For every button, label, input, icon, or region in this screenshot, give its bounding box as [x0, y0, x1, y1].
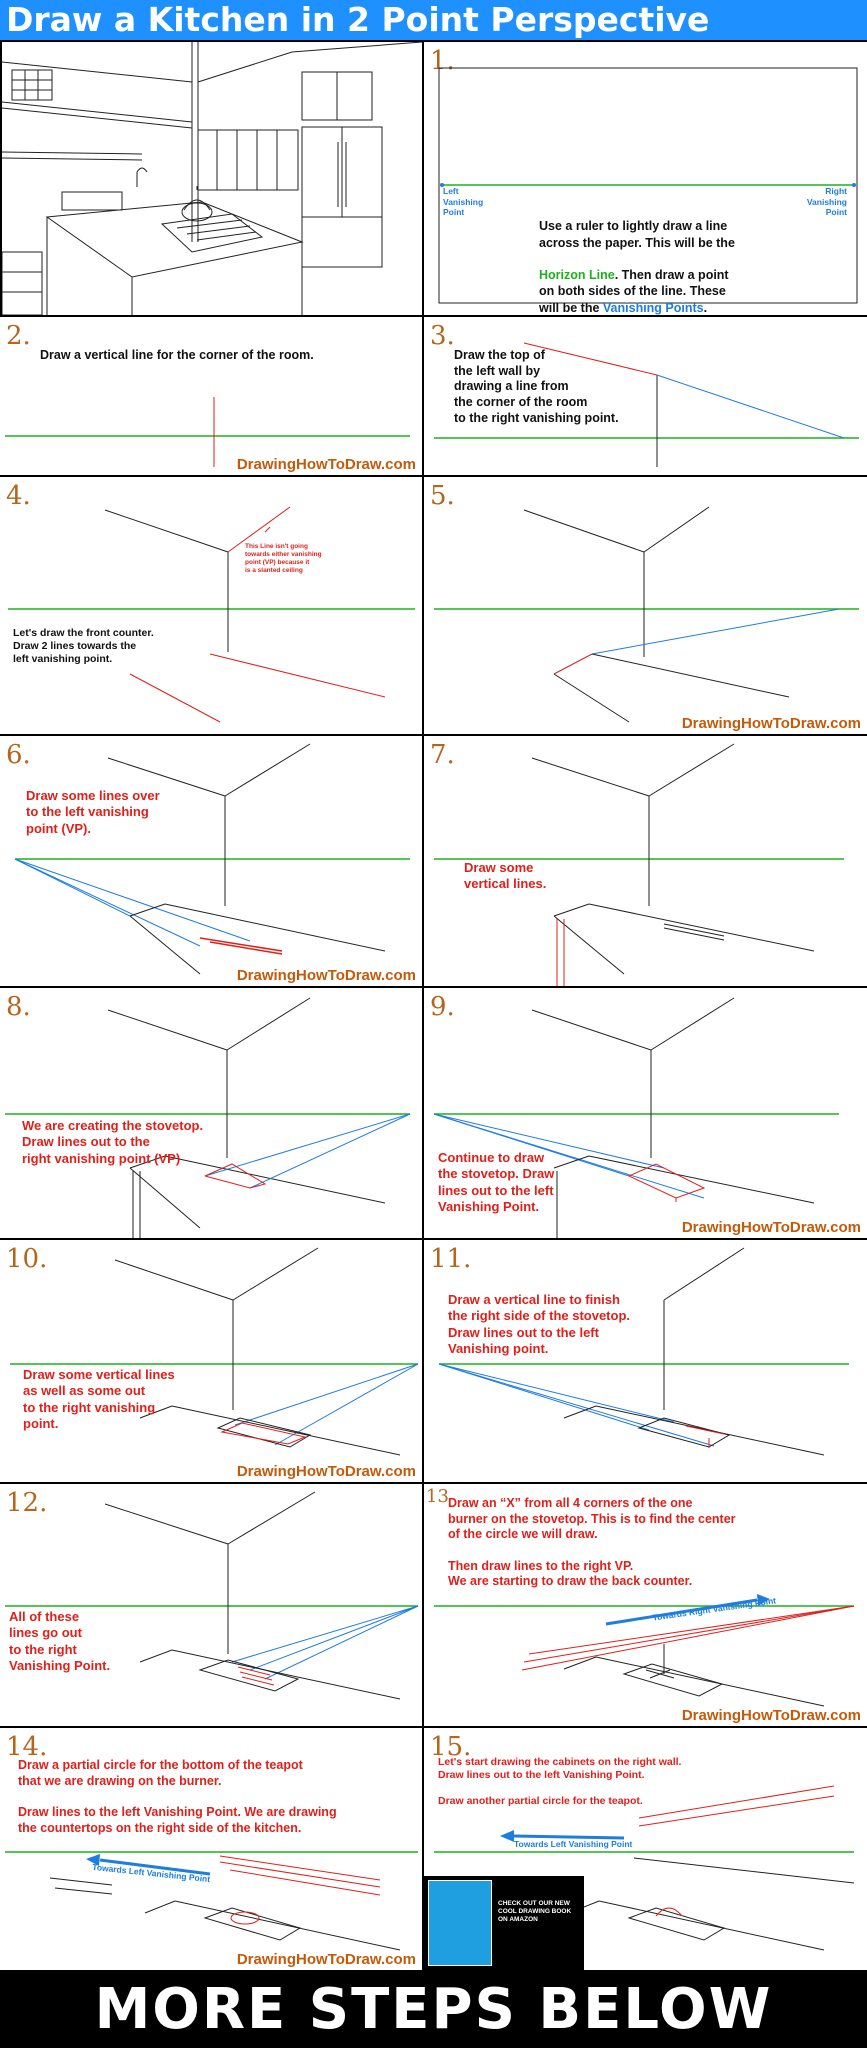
step-5-drawing — [434, 506, 859, 723]
credit-text: DrawingHowToDraw.com — [236, 1951, 416, 1968]
credit-text: DrawingHowToDraw.com — [236, 456, 416, 473]
step-5-panel: 5. DrawingHowToDraw.com — [424, 477, 867, 734]
step-number: 3. — [430, 321, 455, 351]
book-promo[interactable]: CHECK OUT OUR NEW COOL DRAWING BOOK ON A… — [424, 1876, 584, 1970]
step-number: 10. — [6, 1244, 48, 1274]
step-4-drawing — [8, 506, 415, 723]
step-9-panel: 9. Continue to draw the stovetop. Draw l… — [424, 988, 867, 1238]
step-3-drawing — [434, 342, 859, 467]
step-11-drawing — [438, 1247, 849, 1456]
step-14-drawing — [5, 1851, 418, 1951]
step-6-text: Draw some lines over to the left vanishi… — [26, 788, 160, 836]
step-11-text: Draw a vertical line to finish the right… — [448, 1292, 631, 1356]
step-10-drawing — [10, 1247, 419, 1456]
credit-text: DrawingHowToDraw.com — [236, 967, 416, 984]
step-number: 11. — [430, 1244, 472, 1274]
step-number: 8. — [6, 992, 31, 1022]
step-13-text: Draw an “X” from all 4 corners of the on… — [448, 1496, 736, 1589]
step-number: 15. — [430, 1732, 472, 1762]
step-6-drawing — [14, 743, 410, 975]
step-11-panel: 11. Draw a vertical line to finish the r… — [424, 1240, 867, 1482]
horizon-line-term: Horizon Line — [539, 268, 615, 282]
kitchen-illustration — [2, 42, 422, 315]
step-1-instructions: Use a ruler to lightly draw a line acros… — [539, 202, 735, 315]
step-15-panel: 15. Let's start drawing the cabinets on … — [424, 1728, 867, 1970]
step-2-text: Draw a vertical line for the corner of t… — [40, 348, 314, 362]
step-15-drawing — [434, 1785, 855, 1951]
step-number: 9. — [430, 992, 455, 1022]
credit-text: DrawingHowToDraw.com — [681, 1707, 861, 1724]
step-7-text: Draw some vertical lines. — [464, 860, 547, 892]
more-steps-banner: MORE STEPS BELOW — [0, 1972, 867, 2048]
step-number: 5. — [430, 481, 455, 511]
towards-left-vp-label: Towards Left Vanishing Point — [514, 1839, 633, 1849]
step-8-text: We are creating the stovetop. Draw lines… — [22, 1118, 204, 1166]
step-2-drawing — [5, 397, 410, 467]
ceiling-note: This Line isn't going towards either van… — [245, 543, 322, 575]
step-1-panel: 1. Left Vanishing Point Right Vanishing … — [424, 42, 867, 315]
credit-text: DrawingHowToDraw.com — [681, 715, 861, 732]
step-4-text: Let's draw the front counter. Draw 2 lin… — [13, 627, 154, 666]
step-number: 13 — [426, 1486, 449, 1507]
vanishing-points-term: Vanishing Points — [602, 300, 704, 315]
hero-kitchen-panel — [2, 42, 422, 315]
credit-text: DrawingHowToDraw.com — [236, 1463, 416, 1480]
step-7-drawing — [434, 743, 844, 986]
step-number: 6. — [6, 740, 31, 770]
step-12-drawing — [5, 1491, 419, 1700]
step-9-drawing — [433, 997, 839, 1238]
book-cover — [428, 1880, 492, 1966]
step-13-panel: 13 Draw an “X” from all 4 corners of the… — [424, 1484, 867, 1726]
step-7-panel: 7. Draw some vertical lines. — [424, 736, 867, 986]
step-2-panel: 2. Draw a vertical line for the corner o… — [0, 317, 422, 475]
right-vp-label: Right Vanishing Point — [806, 186, 847, 218]
step-number: 7. — [430, 740, 455, 770]
left-vp-label: Left Vanishing Point — [443, 186, 484, 218]
step-1-text-c: . — [703, 300, 708, 315]
step-number: 14. — [6, 1732, 48, 1762]
step-number: 4. — [6, 481, 31, 511]
step-number: 12. — [6, 1488, 48, 1518]
step-15-text: Let's start drawing the cabinets on the … — [438, 1756, 682, 1808]
step-8-panel: 8. We are creating the stovetop. Draw li… — [0, 988, 422, 1238]
step-14-text: Draw a partial circle for the bottom of … — [18, 1758, 337, 1835]
step-3-panel: 3. Draw the top of the left wall by draw… — [424, 317, 867, 475]
step-10-panel: 10. Draw some vertical lines as well as … — [0, 1240, 422, 1482]
step-12-text: All of these lines go out to the right V… — [9, 1609, 111, 1673]
step-12-panel: 12. All of these lines go out to the rig… — [0, 1484, 422, 1726]
step-14-panel: 14. Draw a partial circle for the bottom… — [0, 1728, 422, 1970]
step-number: 1. — [430, 46, 455, 76]
step-1-text-a: Use a ruler to lightly draw a line acros… — [539, 219, 735, 250]
step-3-text: Draw the top of the left wall by drawing… — [454, 348, 619, 425]
book-promo-text: CHECK OUT OUR NEW COOL DRAWING BOOK ON A… — [498, 1900, 572, 1924]
step-8-drawing — [5, 997, 411, 1238]
step-6-panel: 6. Draw some lines over to the left vani… — [0, 736, 422, 986]
step-number: 2. — [6, 321, 31, 351]
step-1-text-b: . Then draw a point on both sides of the… — [539, 268, 729, 315]
step-9-text: Continue to draw the stovetop. Draw line… — [438, 1150, 555, 1214]
step-1-drawing — [438, 67, 858, 304]
page-title: Draw a Kitchen in 2 Point Perspective — [0, 0, 867, 40]
credit-text: DrawingHowToDraw.com — [681, 1219, 861, 1236]
step-13-drawing — [434, 1594, 855, 1707]
step-10-text: Draw some vertical lines as well as some… — [23, 1367, 175, 1431]
step-4-panel: 4. This Line isn't going towards either … — [0, 477, 422, 734]
